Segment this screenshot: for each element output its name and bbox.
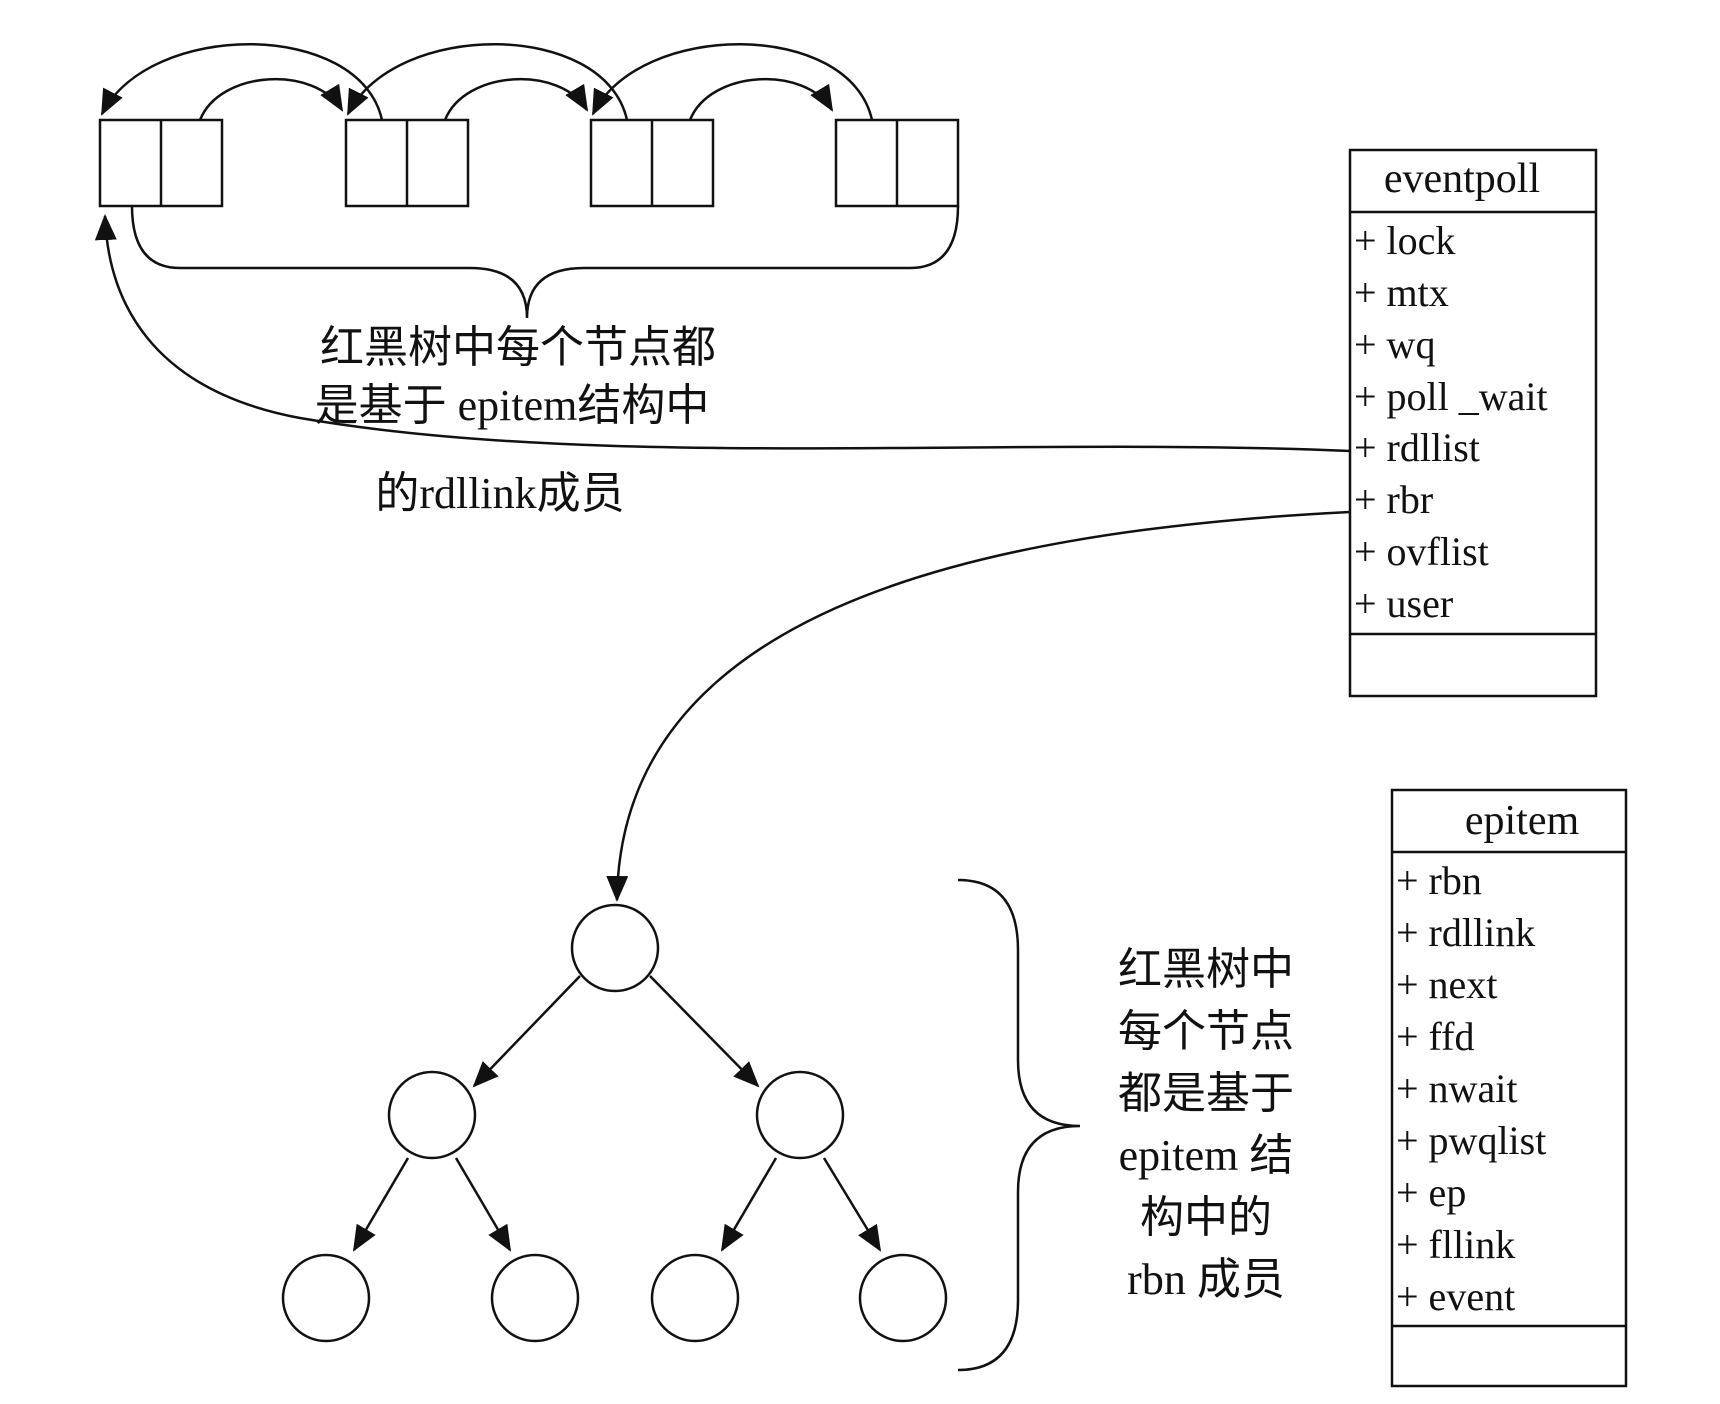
tree-note: 红黑树中 每个节点 都是基于 epitem 结 构中的 rbn 成员 [1118, 945, 1294, 1304]
rdllist-pointer [94, 214, 1351, 453]
epitem-field: + pwqlist [1396, 1118, 1546, 1163]
eventpoll-class-name: eventpoll [1384, 156, 1540, 202]
tree-edge [649, 975, 760, 1088]
epitem-field: + ep [1396, 1170, 1466, 1215]
tree-node-leaf [281, 1253, 371, 1343]
next-link-2-3 [443, 77, 589, 121]
list-node-2 [344, 118, 470, 208]
epitem-field: + rbn [1396, 858, 1482, 903]
next-link-1-2 [198, 77, 344, 121]
tree-edge [454, 1157, 512, 1252]
prev-link-4-3 [591, 43, 874, 121]
epitem-field: + ffd [1396, 1014, 1474, 1059]
tree-edge [822, 1157, 882, 1252]
tree-node-leaf [650, 1253, 740, 1343]
tree-note-line-4: epitem 结 [1119, 1131, 1294, 1180]
tree-edge [472, 975, 581, 1088]
eventpoll-field: + mtx [1354, 270, 1449, 315]
prev-link-3-2 [346, 43, 629, 121]
tree-note-line-5: 构中的 [1140, 1193, 1272, 1242]
list-node-3 [589, 118, 715, 208]
tree-node-left [387, 1070, 477, 1160]
tree-edge [352, 1157, 410, 1252]
eventpoll-field: + poll _wait [1354, 374, 1548, 419]
eventpoll-field: + lock [1354, 218, 1455, 263]
eventpoll-field: + rdllist [1354, 425, 1480, 470]
eventpoll-field: + wq [1354, 322, 1435, 367]
list-node-4 [834, 118, 960, 208]
tree-note-line-1: 红黑树中 [1118, 945, 1294, 994]
tree-node-leaf [490, 1253, 580, 1343]
eventpoll-field: + rbr [1354, 477, 1433, 522]
epitem-field: + next [1396, 962, 1497, 1007]
rb-tree [281, 878, 1081, 1372]
tree-node-leaf [858, 1253, 948, 1343]
tree-note-line-6: rbn 成员 [1127, 1255, 1285, 1304]
epitem-field: + event [1396, 1274, 1515, 1319]
tree-edge [720, 1157, 778, 1252]
epitem-field: + nwait [1396, 1066, 1517, 1111]
eventpoll-field: + user [1354, 581, 1453, 626]
tree-brace [957, 878, 1081, 1372]
epitem-class-name: epitem [1465, 798, 1580, 844]
list-note-line-2: 是基于 epitem结构中 [315, 381, 710, 430]
list-note: 红黑树中每个节点都 是基于 epitem结构中 的rdllink成员 [315, 323, 716, 518]
list-note-line-1: 红黑树中每个节点都 [320, 323, 716, 372]
eventpoll-class: eventpoll + lock + mtx + wq + poll _wait… [1348, 148, 1598, 698]
epitem-field: + rdllink [1396, 910, 1535, 955]
next-link-3-4 [688, 77, 834, 121]
ready-list [94, 43, 1351, 902]
list-node-1 [98, 118, 224, 208]
eventpoll-field: + ovflist [1354, 529, 1489, 574]
tree-note-line-3: 都是基于 [1118, 1069, 1294, 1118]
tree-note-line-2: 每个节点 [1118, 1007, 1294, 1056]
epitem-field: + fllink [1396, 1222, 1515, 1267]
epitem-class: epitem + rbn + rdllink + next + ffd + nw… [1390, 788, 1628, 1388]
list-brace [130, 205, 960, 319]
rbr-pointer [606, 510, 1351, 902]
tree-node-root [570, 903, 660, 993]
prev-link-2-1 [100, 43, 384, 121]
list-note-line-3: 的rdllink成员 [375, 469, 624, 518]
tree-node-right [755, 1070, 845, 1160]
